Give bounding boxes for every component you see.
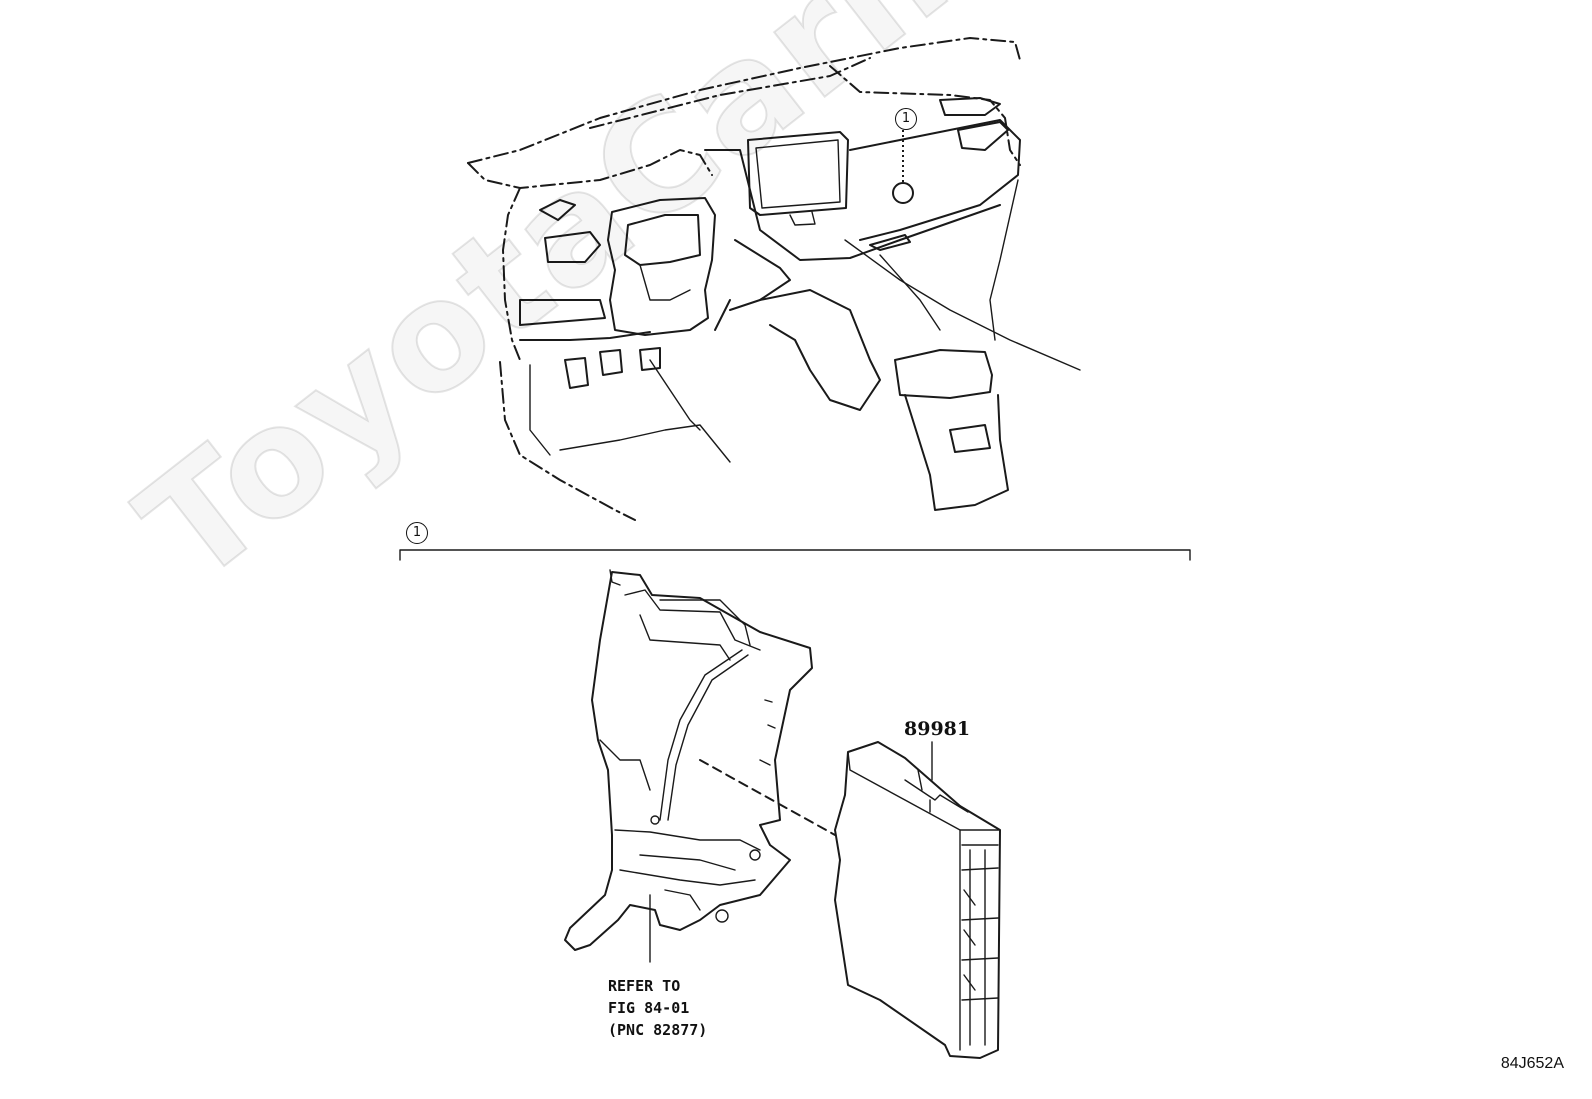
dashboard-overview [467,37,1081,521]
detail-callout: 1 [406,522,428,544]
ecu-part-number: 89981 [904,718,971,740]
reference-note: REFER TO FIG 84-01 (PNC 82877) [608,975,707,1041]
reference-note-line3: (PNC 82877) [608,1021,708,1039]
ecu-module [834,741,1001,1059]
figure-code: 84J652A [1500,1055,1564,1072]
alignment-line [699,759,836,836]
mounting-bracket [564,569,813,963]
reference-note-line2: FIG 84-01 [608,999,690,1017]
detail-bracket [399,549,1191,561]
reference-note-line1: REFER TO [608,977,681,995]
location-callout: 1 [895,108,917,130]
